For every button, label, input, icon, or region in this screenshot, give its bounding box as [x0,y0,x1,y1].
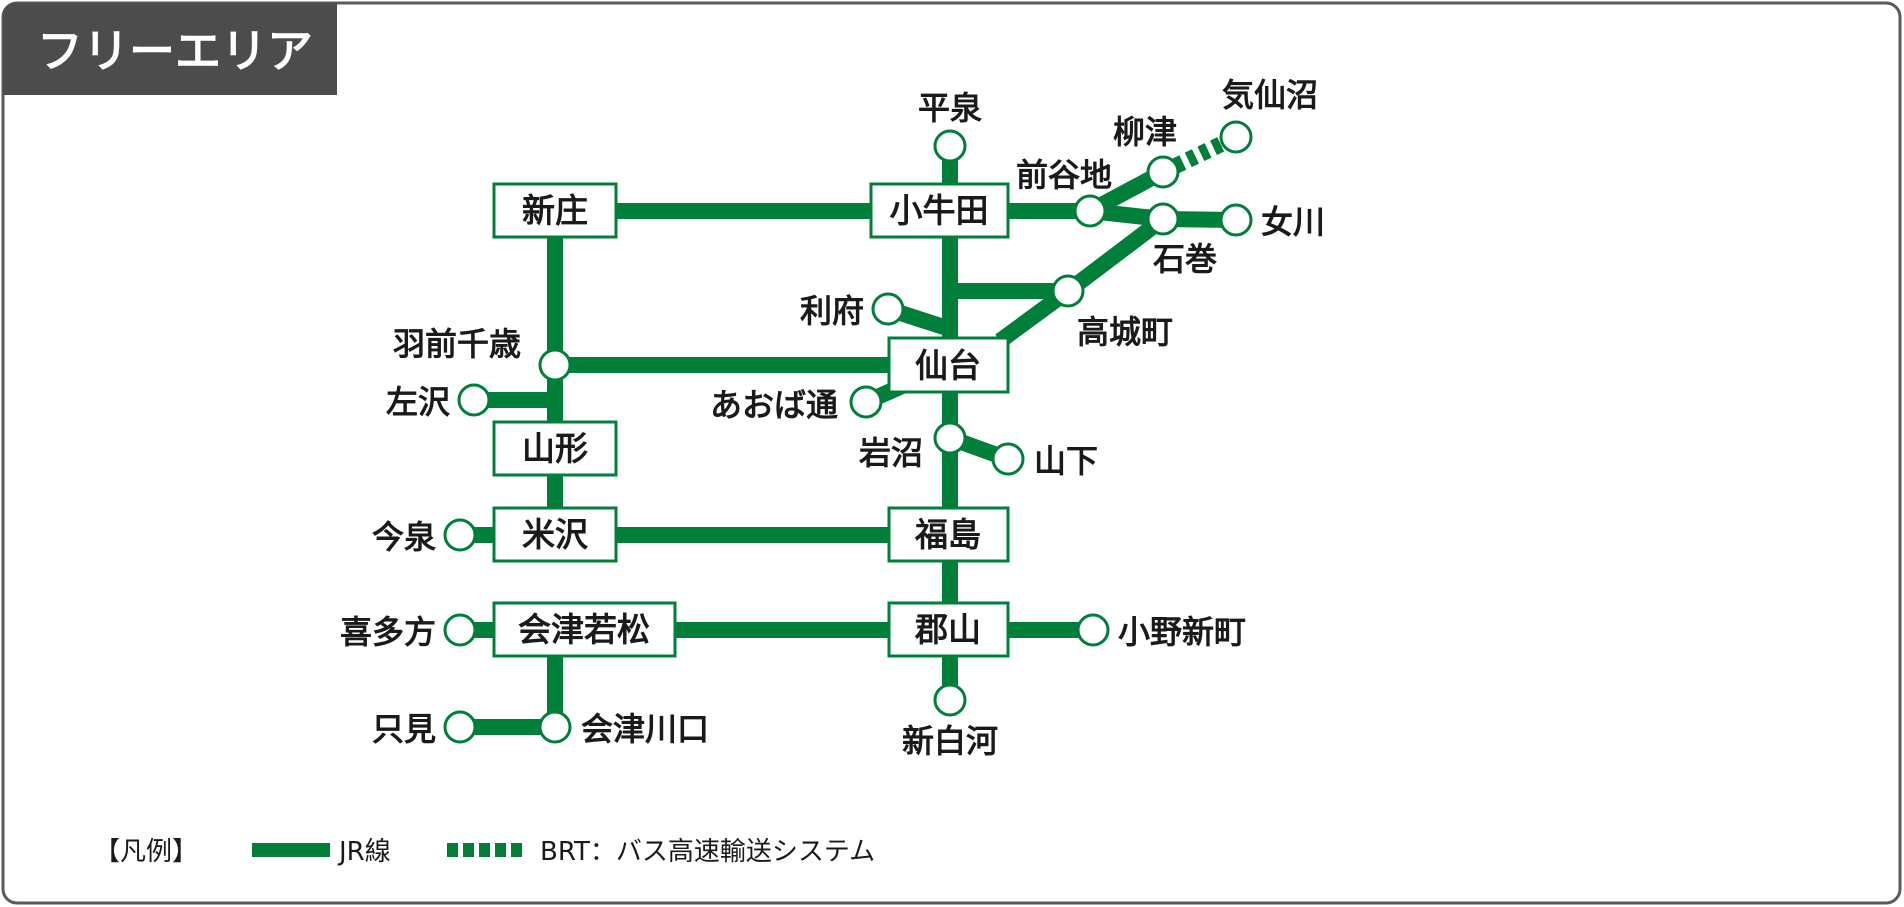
station-aobadori [849,385,883,419]
label-yamashita: 山下 [1034,442,1098,480]
station-onagawa [1219,203,1253,237]
station-tadami [443,710,477,744]
station-maeyachi [1073,194,1107,228]
station-box-koriyama [887,601,1010,658]
station-ishinomaki [1146,202,1180,236]
station-iwanuma [933,421,967,455]
legend-brt-label: BRT：バス高速輸送システム [540,837,875,867]
label-iwanuma: 岩沼 [859,434,923,472]
label-hazen-chitose: 羽前千歳 [393,325,521,363]
station-imaizumi [443,518,477,552]
station-box-sendai [887,336,1010,394]
station-box-yamagata [492,420,618,477]
station-label-fukushima: 福島 [914,515,981,554]
station-label-kogota: 小牛田 [890,191,989,230]
station-box-aizu-wakamatsu [492,601,677,658]
station-box-shinjo [492,182,618,239]
station-yanaizu [1146,155,1180,189]
line-takagi-ishinomaki [1063,212,1168,298]
station-hazen-chitose [538,348,572,382]
label-imaizumi: 今泉 [372,518,436,556]
station-box-yonezawa [492,506,618,563]
station-label-sendai: 仙台 [915,346,981,385]
station-box-fukushima [887,506,1010,563]
label-kitakata: 喜多方 [340,613,436,651]
station-kesennuma [1219,120,1253,154]
station-shin-shirakawa [933,683,967,717]
station-aizu-kawaguchi [538,710,572,744]
label-tadami: 只見 [372,710,436,748]
legend-title: 【凡例】 [94,837,198,867]
label-ono-niimachi: 小野新町 [1118,613,1246,651]
station-kitakata [443,613,477,647]
label-sazawa: 左沢 [386,383,451,421]
station-label-koriyama: 郡山 [914,610,981,649]
station-label-shinjo: 新庄 [522,191,588,230]
label-yanaizu: 柳津 [1113,113,1177,151]
station-sazawa [457,383,491,417]
map-title: フリーエリア [37,24,313,78]
station-label-yamagata: 山形 [522,429,588,468]
label-kesennuma: 気仙沼 [1222,76,1318,114]
legend: 【凡例】 JR線 BRT：バス高速輸送システム [94,837,875,867]
station-takagimachi [1051,274,1085,308]
station-box-kogota [869,182,1010,239]
label-ishinomaki: 石巻 [1152,240,1217,278]
station-hiraizumi [933,129,967,163]
label-aobadori: あおば通 [710,386,838,424]
major-stations: 新庄 小牛田 仙台 山形 米沢 福島 会津若松 郡山 [492,182,1010,658]
station-rifu [871,292,905,326]
label-takagimachi: 高城町 [1077,313,1173,351]
minor-labels: 平泉 前谷地 柳津 気仙沼 石巻 女川 利府 高城町 羽前千歳 左沢 あおば通 … [340,76,1325,760]
minor-stations [443,120,1253,744]
label-rifu: 利府 [800,292,864,330]
header-tab [3,3,337,95]
label-aizu-kawaguchi: 会津川口 [581,710,709,748]
station-yamashita [991,442,1025,476]
label-hiraizumi: 平泉 [918,89,982,127]
station-label-yonezawa: 米沢 [522,515,589,554]
station-label-aizu-wakamatsu: 会津若松 [518,610,650,649]
label-maeyachi: 前谷地 [1016,156,1112,194]
station-ono-niimachi [1076,613,1110,647]
label-onagawa: 女川 [1261,203,1325,241]
legend-jr-label: JR線 [337,837,391,867]
label-shin-shirakawa: 新白河 [902,722,998,760]
